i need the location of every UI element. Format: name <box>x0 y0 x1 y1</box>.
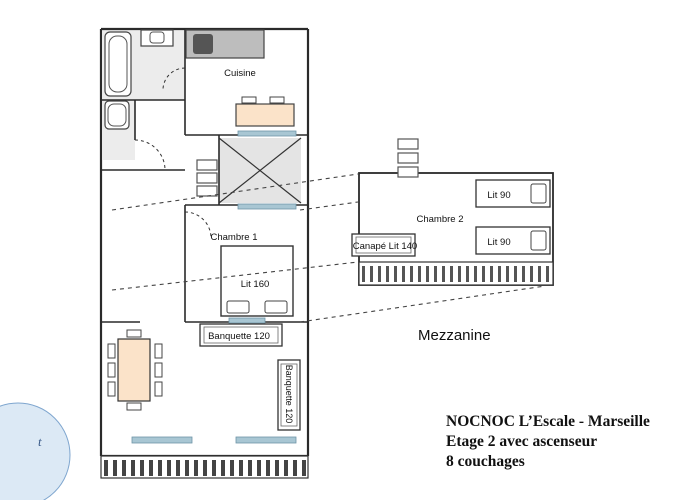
railing-bar <box>434 266 437 282</box>
railing-bar <box>113 460 117 476</box>
stairs-main <box>196 159 218 197</box>
stairs-mezzanine <box>397 138 419 178</box>
railing-bar <box>302 460 306 476</box>
railing-bar <box>266 460 270 476</box>
sink <box>140 29 174 47</box>
railing-bar <box>402 266 405 282</box>
bench-120-vertical <box>277 359 301 431</box>
kitchen-table <box>235 103 295 127</box>
listing-caption: NOCNOC L’Escale - Marseille Etage 2 avec… <box>446 412 650 472</box>
railing-bar <box>410 266 413 282</box>
sofa-bed-140 <box>351 233 416 257</box>
railing-bar <box>362 266 365 282</box>
railing-bar <box>194 460 198 476</box>
room-label-kitchen: Cuisine <box>224 68 256 79</box>
railing-bar <box>474 266 477 282</box>
railing-bar <box>522 266 525 282</box>
railing-bar <box>275 460 279 476</box>
railing-bar <box>386 266 389 282</box>
bed-label-90-top: Lit 90 <box>487 190 510 201</box>
bathtub <box>104 31 132 97</box>
railing-bar <box>506 266 509 282</box>
mezzanine-projection-lines <box>111 173 546 323</box>
railing-bar <box>426 266 429 282</box>
cooktop <box>193 34 213 54</box>
mezzanine-plan <box>351 138 554 286</box>
railing-bar <box>418 266 421 282</box>
railing-bar <box>239 460 243 476</box>
balcony-railing <box>100 455 309 479</box>
railing-bar <box>293 460 297 476</box>
chair <box>269 96 285 104</box>
caption-line-floor: Etage 2 avec ascenseur <box>446 433 598 450</box>
mezzanine-title: Mezzanine <box>418 327 491 344</box>
railing-bar <box>538 266 541 282</box>
railing-bar <box>378 266 381 282</box>
sofa-label-140: Canapé Lit 140 <box>353 241 417 252</box>
caption-line-title: NOCNOC L’Escale - Marseille <box>446 413 650 430</box>
brand-logo: t <box>0 402 71 500</box>
railing-bar <box>284 460 288 476</box>
bed-160 <box>220 245 294 317</box>
railing-bar <box>394 266 397 282</box>
mezzanine-railing <box>358 261 554 286</box>
bed-90-top <box>475 179 551 208</box>
railing-bar <box>482 266 485 282</box>
railing-bar <box>230 460 234 476</box>
railing-bar <box>122 460 126 476</box>
railing-bar <box>257 460 261 476</box>
railing-bar <box>370 266 373 282</box>
railing-bar <box>140 460 144 476</box>
bed-90-bottom <box>475 226 551 255</box>
railing-bar <box>221 460 225 476</box>
railing-bar <box>442 266 445 282</box>
railing-bar <box>514 266 517 282</box>
windows <box>131 130 297 444</box>
railing-bar <box>546 266 549 282</box>
bench-120-horizontal <box>199 323 283 347</box>
railing-bar <box>104 460 108 476</box>
room-label-bedroom1: Chambre 1 <box>211 232 258 243</box>
railing-bar <box>203 460 207 476</box>
railing-bar <box>490 266 493 282</box>
railing-bar <box>131 460 135 476</box>
chair <box>241 96 257 104</box>
railing-bar <box>149 460 153 476</box>
shower-tray <box>104 100 130 130</box>
railing-bar <box>185 460 189 476</box>
railing-bar <box>158 460 162 476</box>
railing-bar <box>450 266 453 282</box>
brand-logo-text: t <box>38 434 42 449</box>
dining-table <box>107 329 163 411</box>
bench-label-vertical: Banquette 120 <box>284 365 294 424</box>
railing-bar <box>466 266 469 282</box>
railing-bar <box>212 460 216 476</box>
railing-bar <box>458 266 461 282</box>
bed-label-90-bottom: Lit 90 <box>487 237 510 248</box>
kitchen-zone <box>185 29 295 127</box>
railing-bar <box>498 266 501 282</box>
railing-bar <box>530 266 533 282</box>
caption-line-beds: 8 couchages <box>446 453 525 470</box>
railing-bar <box>248 460 252 476</box>
room-label-bedroom2: Chambre 2 <box>417 214 464 225</box>
bench-label-horizontal: Banquette 120 <box>208 331 270 342</box>
railing-bar <box>167 460 171 476</box>
railing-bar <box>176 460 180 476</box>
bed-label-160: Lit 160 <box>241 279 270 290</box>
door-swings <box>134 67 212 239</box>
